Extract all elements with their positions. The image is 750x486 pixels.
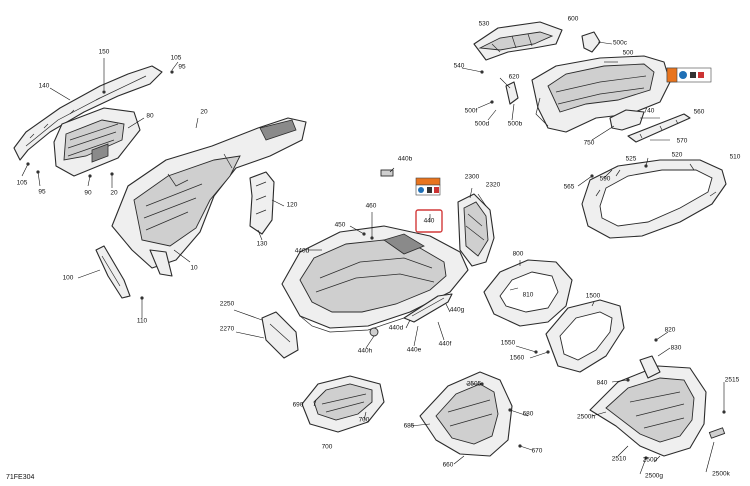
leader-lines [21, 41, 725, 475]
label-700: 700 [358, 416, 370, 424]
label-660: 660 [442, 461, 454, 469]
part-2500-fender [589, 355, 726, 457]
part-740-trim [609, 109, 645, 131]
label-90: 90 [84, 189, 92, 197]
label-440g: 440g [449, 306, 465, 314]
label-20: 20 [200, 108, 208, 116]
label-440f: 440f [438, 340, 452, 348]
label-500: 500 [622, 49, 634, 57]
part-530-rear-rail [473, 21, 563, 61]
part-620-clip [505, 81, 519, 105]
label-440d: 440d [294, 247, 310, 255]
label-80: 80 [146, 112, 154, 120]
label-530: 530 [478, 20, 490, 28]
part-560-rail [627, 113, 691, 143]
label-820: 820 [664, 326, 676, 334]
label-440d: 440d [388, 324, 404, 332]
label-2510: 2510 [611, 455, 627, 463]
diagram-reference-code: 71FE304 [6, 474, 35, 481]
label-105: 105 [170, 54, 182, 62]
label-685: 685 [403, 422, 415, 430]
label-105: 105 [16, 179, 28, 187]
label-690: 690 [292, 401, 304, 409]
label-590: 590 [599, 175, 611, 183]
label-440b: 440b [397, 155, 413, 163]
label-130: 130 [256, 240, 268, 248]
label-620: 620 [508, 73, 520, 81]
label-110: 110 [136, 317, 148, 325]
label-95: 95 [38, 188, 46, 196]
warning-sticker-stack [415, 177, 443, 233]
label-670: 670 [531, 447, 543, 455]
label-600: 600 [567, 15, 579, 23]
label-500d: 500d [474, 120, 490, 128]
warning-sticker-500 [666, 67, 712, 83]
label-450: 450 [334, 221, 346, 229]
part-80-duct [53, 107, 141, 177]
label-1550: 1550 [500, 339, 516, 347]
label-460: 460 [365, 202, 377, 210]
part-600-bracket [581, 31, 601, 53]
part-120-bracket [249, 171, 275, 235]
label-20: 20 [110, 189, 118, 197]
label-2500: 2500 [642, 456, 658, 464]
central-tub [281, 225, 469, 333]
hardware-fasteners [26, 70, 726, 460]
label-540: 540 [453, 62, 465, 70]
label-440h: 440h [357, 347, 373, 355]
label-800: 800 [512, 250, 524, 258]
label-2320: 2320 [485, 181, 501, 189]
label-1500: 1500 [585, 292, 601, 300]
label-500f: 500f [464, 107, 478, 115]
part-510-frame [581, 159, 727, 239]
part-2250-panel [261, 311, 299, 359]
label-2270: 2270 [219, 325, 235, 333]
part-2300-panel [457, 193, 495, 267]
part-500-rear-tray [531, 55, 671, 133]
part-690-box [301, 375, 385, 433]
label-440e: 440e [406, 346, 422, 354]
label-440: 440 [423, 217, 435, 225]
label-700: 700 [321, 443, 333, 451]
label-565: 565 [563, 183, 575, 191]
label-500c: 500c [612, 39, 628, 47]
label-10: 10 [190, 264, 198, 272]
label-570: 570 [676, 137, 688, 145]
label-500b: 500b [507, 120, 523, 128]
sticker-440b [380, 169, 394, 177]
label-840: 840 [596, 379, 608, 387]
label-740: 740 [643, 107, 655, 115]
label-2250: 2250 [219, 300, 235, 308]
part-1500-frame [545, 299, 625, 373]
label-2500k: 2500k [712, 470, 730, 478]
label-140: 140 [38, 82, 50, 90]
part-440h-bumper [369, 327, 379, 337]
part-440d-strip [403, 293, 453, 323]
label-510: 510 [729, 153, 741, 161]
label-525: 525 [625, 155, 637, 163]
label-520: 520 [671, 151, 683, 159]
label-95: 95 [178, 63, 186, 71]
label-100: 100 [62, 274, 74, 282]
label-830: 830 [670, 344, 682, 352]
part-800-cowl [483, 259, 573, 327]
label-2500h: 2500h [576, 413, 596, 421]
label-680: 680 [522, 410, 534, 418]
label-560: 560 [693, 108, 705, 116]
part-140-dash-rail [13, 65, 163, 161]
label-2515: 2515 [724, 376, 740, 384]
label-1560: 1560 [509, 354, 525, 362]
label-750: 750 [583, 139, 595, 147]
part-660-frame [419, 371, 513, 457]
label-810: 810 [522, 291, 534, 299]
label-150: 150 [98, 48, 110, 56]
part-100-bracket [95, 245, 131, 299]
part-10-dash-frame [111, 117, 307, 277]
label-2300: 2300 [464, 173, 480, 181]
label-120: 120 [286, 201, 298, 209]
label-2500g: 2500g [644, 472, 664, 480]
label-2505: 2505 [466, 380, 482, 388]
